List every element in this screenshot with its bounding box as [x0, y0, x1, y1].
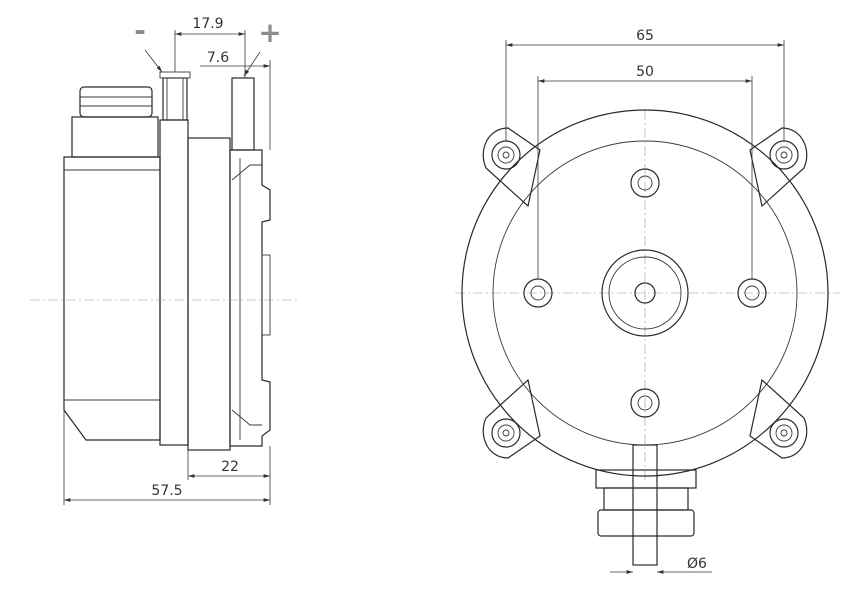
bottom-connector — [595, 444, 697, 566]
dimension-port-spacing: 17.9 — [174, 16, 246, 78]
dimension-inner-holes: 50 — [537, 64, 753, 279]
front-view: 65 50 Ø6 — [455, 28, 840, 574]
svg-text:7.6: 7.6 — [207, 50, 229, 66]
center-port — [601, 249, 689, 337]
main-housing — [63, 156, 161, 441]
svg-text:Ø6: Ø6 — [687, 556, 707, 572]
tube — [632, 444, 658, 566]
dimension-tube-diameter: Ø6 — [610, 556, 712, 574]
side-view: - + 17.9 7.6 22 57.5 — [30, 14, 300, 505]
mounting-lugs — [482, 127, 808, 459]
plus-port — [231, 77, 255, 151]
svg-text:57.5: 57.5 — [151, 483, 182, 499]
top-connector — [71, 86, 159, 158]
svg-text:17.9: 17.9 — [192, 16, 223, 32]
flange — [187, 137, 231, 451]
dimension-outer-holes: 65 — [505, 28, 785, 141]
plus-label: + — [258, 16, 281, 49]
dimension-port-offset: 7.6 — [144, 49, 271, 150]
svg-text:65: 65 — [636, 28, 654, 44]
svg-text:22: 22 — [221, 459, 239, 475]
outer-holes — [491, 140, 799, 448]
svg-text:50: 50 — [636, 64, 654, 80]
minus-label: - — [134, 14, 146, 47]
dimension-overall-depth: 57.5 — [63, 410, 271, 505]
mounting-plate — [159, 119, 189, 446]
dimension-flange-depth: 22 — [187, 446, 271, 480]
outer-housing — [461, 109, 829, 477]
